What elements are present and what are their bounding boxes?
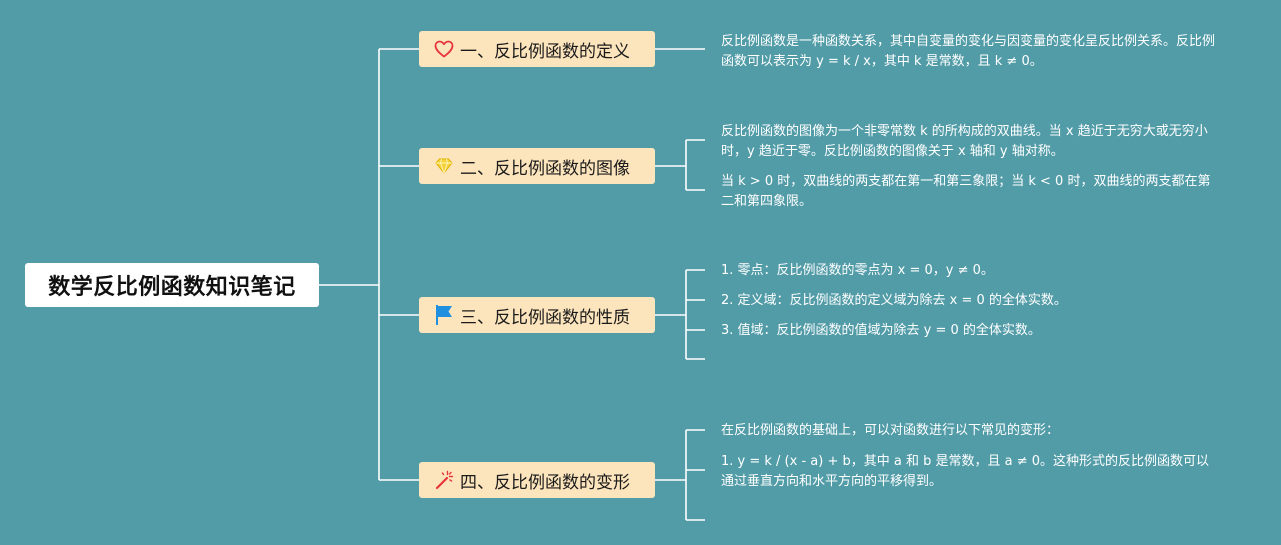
magic-wand-icon: [433, 469, 455, 491]
branch-definition[interactable]: 一、反比例函数的定义: [419, 31, 655, 67]
root-topic[interactable]: 数学反比例函数知识笔记: [25, 263, 319, 307]
branch-label: 四、反比例函数的变形: [460, 472, 630, 493]
leaf-transform-formula: 1. y = k / (x - a) + b，其中 a 和 b 是常数，且 a …: [721, 454, 1210, 489]
branch-label: 二、反比例函数的图像: [460, 158, 630, 179]
leaf-transform-intro: 在反比例函数的基础上，可以对函数进行以下常见的变形：: [721, 423, 1060, 438]
heart-icon: [433, 38, 455, 60]
branch-graph[interactable]: 二、反比例函数的图像: [419, 148, 655, 184]
branch-label: 三、反比例函数的性质: [460, 307, 630, 328]
flag-icon: [433, 304, 455, 326]
branch-properties[interactable]: 三、反比例函数的性质: [419, 297, 655, 333]
leaf-domain: 2. 定义域：反比例函数的定义域为除去 x = 0 的全体实数。: [721, 293, 1067, 308]
leaf-zero-point: 1. 零点：反比例函数的零点为 x = 0，y ≠ 0。: [721, 263, 994, 278]
branch-label: 一、反比例函数的定义: [460, 41, 630, 62]
leaf-definition-text: 反比例函数是一种函数关系，其中自变量的变化与因变量的变化呈反比例关系。反比例函数…: [721, 34, 1216, 69]
root-title: 数学反比例函数知识笔记: [48, 275, 296, 300]
branch-transformation[interactable]: 四、反比例函数的变形: [419, 462, 655, 498]
leaf-range: 3. 值域：反比例函数的值域为除去 y = 0 的全体实数。: [721, 323, 1041, 338]
leaf-graph-quadrants: 当 k > 0 时，双曲线的两支都在第一和第三象限；当 k < 0 时，双曲线的…: [721, 174, 1211, 209]
leaf-graph-text: 反比例函数的图像为一个非零常数 k 的所构成的双曲线。当 x 趋近于无穷大或无穷…: [721, 124, 1208, 159]
diamond-icon: [433, 155, 455, 177]
